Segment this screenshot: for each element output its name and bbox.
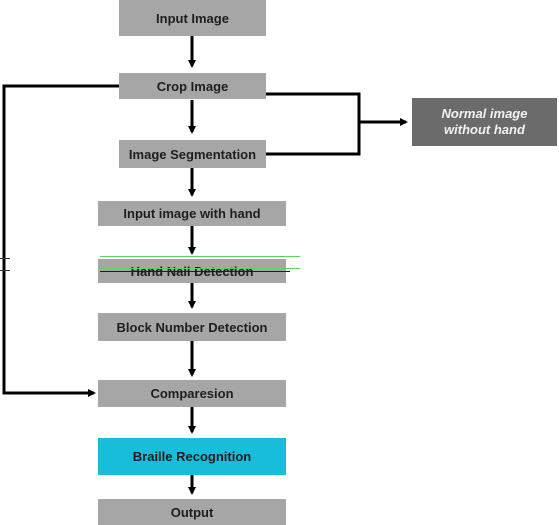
green-guide-line [100, 268, 300, 269]
node-image-segmentation: Image Segmentation [119, 140, 266, 168]
node-braille-recognition: Braille Recognition [98, 438, 286, 475]
node-comparesion: Comparesion [98, 380, 286, 407]
strike-line [100, 271, 290, 272]
line-segmentation-to-merge [265, 122, 361, 156]
node-crop-image: Crop Image [119, 73, 266, 99]
node-label: Input Image [156, 10, 229, 26]
edge-tick-mark [0, 258, 10, 259]
edge-tick-mark [0, 270, 10, 271]
node-block-number-detection: Block Number Detection [98, 313, 286, 341]
line-crop-to-merge [265, 92, 361, 122]
node-label: Block Number Detection [116, 319, 268, 335]
node-label: Output [170, 504, 214, 520]
node-label: Image Segmentation [128, 146, 257, 162]
node-label: Crop Image [156, 78, 229, 94]
node-input-image-with-hand: Input image with hand [98, 201, 286, 226]
node-label: Input image with hand [123, 206, 261, 221]
node-label: Braille Recognition [132, 449, 252, 464]
arrow-crop-bypass-to-comparesion [2, 84, 120, 397]
node-label: Normal image without hand [441, 106, 528, 137]
node-normal-image-without-hand: Normal image without hand [412, 98, 557, 146]
node-label: Comparesion [150, 386, 234, 401]
node-input-image: Input Image [119, 0, 266, 36]
green-guide-line [100, 256, 300, 257]
node-output: Output [98, 499, 286, 525]
